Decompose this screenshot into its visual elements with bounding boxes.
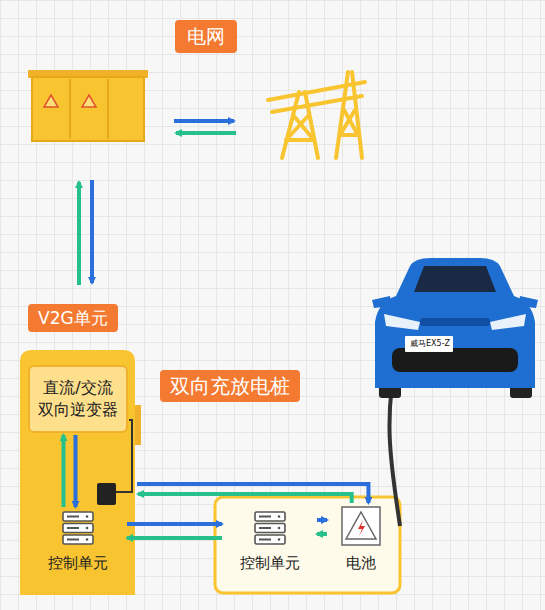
arrow-line [62, 435, 66, 507]
car [372, 258, 538, 526]
arrow-line [74, 435, 78, 507]
node-label: 电池 [330, 554, 392, 573]
control-unit: 控制单元 [30, 510, 125, 580]
charging-pile [20, 350, 141, 595]
node-label: 控制单元 [30, 554, 125, 573]
server-icon [61, 510, 95, 546]
arrow-line [317, 532, 327, 536]
control-unit: 控制单元 [225, 510, 315, 582]
node-label: 直流/交流 双向逆变器 [34, 377, 122, 420]
inverter-box: 直流/交流 双向逆变器 [28, 365, 128, 433]
vehicle-box [215, 497, 400, 593]
arrow-line [127, 522, 222, 526]
charging-pile: V2G单元双向充放电桩直流/交流 双向逆变器控制单元 [20, 350, 135, 595]
battery: 电池 [330, 506, 392, 584]
battery-icon [341, 506, 381, 546]
node-label: V2G单元 [28, 304, 118, 332]
power-tower [268, 72, 365, 158]
bidirectional-arrow [317, 520, 327, 534]
bidirectional-arrow [127, 524, 222, 538]
license-plate: 威马EX5-Z [407, 338, 453, 350]
node-label: 控制单元 [225, 554, 315, 573]
server-icon [253, 510, 287, 546]
node-label: 双向充放电桩 [160, 370, 300, 402]
arrow-line [127, 536, 222, 540]
title-badge: 电网 [175, 20, 237, 53]
arrow-line [137, 484, 368, 503]
arrow-line [138, 494, 352, 503]
arrow-line [317, 518, 327, 522]
bidirectional-arrow [137, 484, 368, 503]
bidirectional-arrow [64, 435, 76, 507]
transformer [28, 70, 148, 141]
